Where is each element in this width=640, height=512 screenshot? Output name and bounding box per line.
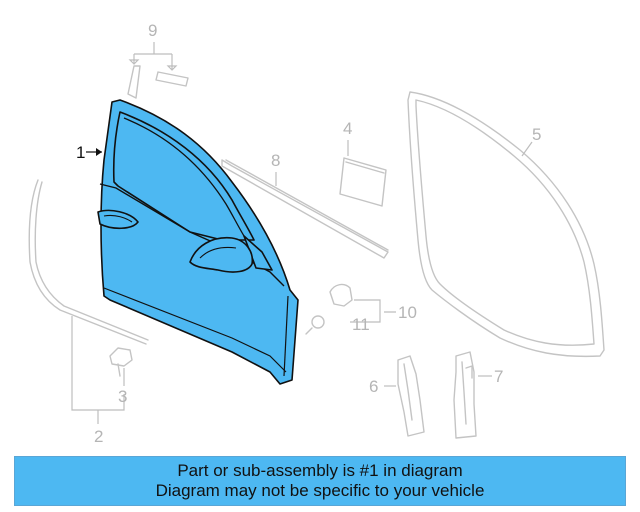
mirror-cap[interactable] xyxy=(329,283,353,307)
belt-molding-strip[interactable] xyxy=(221,159,389,259)
parts-diagram: 1 2 3 4 5 6 7 8 9 10 11 xyxy=(28,21,605,446)
callout-8: 8 xyxy=(271,151,280,170)
pillar-trim-right[interactable] xyxy=(453,351,477,439)
screw[interactable] xyxy=(305,315,325,335)
notice-line-part: Part or sub-assembly is #1 in diagram xyxy=(177,461,463,480)
diagram-notice-banner: Part or sub-assembly is #1 in diagram Di… xyxy=(14,456,626,506)
callout-7: 7 xyxy=(494,367,503,386)
lower-door-seal[interactable] xyxy=(28,179,149,345)
callout-11: 11 xyxy=(352,315,370,334)
door-opening-weatherstrip[interactable] xyxy=(407,91,605,358)
notice-line-disclaimer: Diagram may not be specific to your vehi… xyxy=(155,481,485,500)
frame-molding-piece-a[interactable] xyxy=(127,65,141,99)
frame-molding-piece-b[interactable] xyxy=(155,71,189,87)
callout-5: 5 xyxy=(532,125,541,144)
callout-2: 2 xyxy=(94,427,103,446)
callout-10: 10 xyxy=(398,303,417,322)
door-label-plate[interactable] xyxy=(339,157,387,207)
callout-9: 9 xyxy=(148,21,157,40)
door-clip[interactable] xyxy=(109,347,133,377)
callout-4: 4 xyxy=(343,119,352,138)
callout-6: 6 xyxy=(369,377,378,396)
front-door-shell[interactable] xyxy=(97,99,299,385)
callout-3: 3 xyxy=(118,387,127,406)
callout-1: 1 xyxy=(76,143,85,162)
pillar-trim-left[interactable] xyxy=(397,355,425,437)
